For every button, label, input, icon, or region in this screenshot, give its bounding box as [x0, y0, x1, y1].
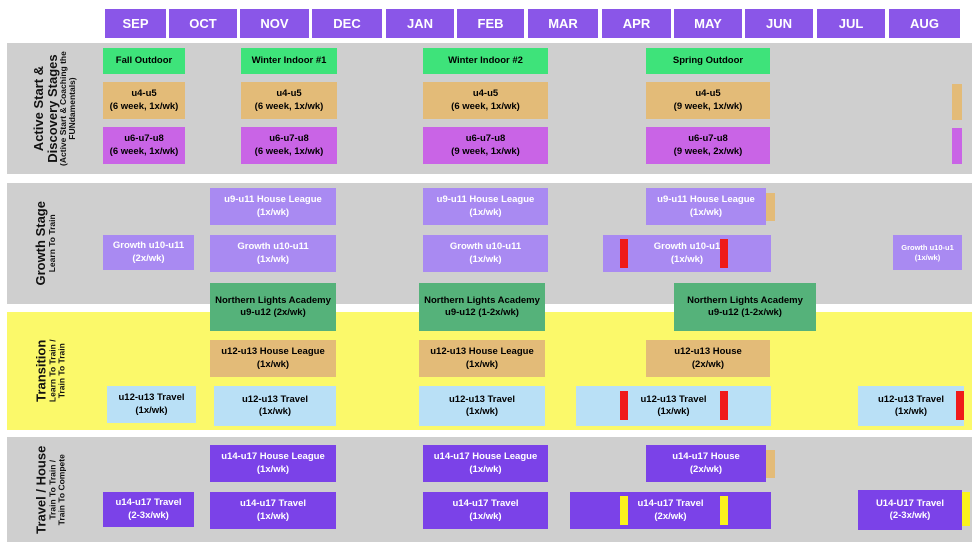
program-u12-u13-travel: u12-u13 Travel(1x/wk)	[214, 386, 336, 426]
month-feb: FEB	[457, 9, 524, 38]
program-growth-u10-u11: Growth u10-u1(1x/wk)	[893, 235, 962, 270]
month-jan: JAN	[386, 9, 454, 38]
stage-label-transition: Transition Learn To Train / Train To Tra…	[10, 312, 90, 430]
program-u12-u13-house: u12-u13 House(2x/wk)	[646, 340, 770, 377]
program-u14-u17-house-league: u14-u17 House League(1x/wk)	[423, 445, 548, 482]
program-u14-u17-travel: u14-u17 Travel(2-3x/wk)	[103, 492, 194, 527]
program-u4-u5: u4-u5(6 week, 1x/wk)	[423, 82, 548, 119]
stage-title: Transition	[33, 339, 49, 403]
program-u14-u17-house: u14-u17 House(2x/wk)	[646, 445, 766, 482]
month-oct: OCT	[169, 9, 237, 38]
program-u12-u13-travel: u12-u13 Travel(1x/wk)	[576, 386, 771, 426]
break-marker-yellow	[620, 496, 628, 525]
program-u12-u13-travel: u12-u13 Travel(1x/wk)	[107, 386, 196, 423]
stage-title-line2: Discovery Stages	[44, 54, 60, 163]
program-u14-u17-travel: u14-u17 Travel(1x/wk)	[210, 492, 336, 529]
month-apr: APR	[602, 9, 671, 38]
break-marker-red	[720, 239, 728, 268]
month-may: MAY	[674, 9, 742, 38]
program-u12-u13-house-league: u12-u13 House League(1x/wk)	[210, 340, 336, 377]
month-mar: MAR	[528, 9, 598, 38]
program-u14-u17-travel: u14-u17 Travel(2x/wk)	[570, 492, 771, 529]
month-dec: DEC	[312, 9, 382, 38]
program-u12-u13-travel: u12-u13 Travel(1x/wk)	[858, 386, 964, 426]
program-u9-u11-house-league: u9-u11 House League(1x/wk)	[423, 188, 548, 225]
program-u14-u17-travel: U14-U17 Travel(2-3x/wk)	[858, 490, 962, 530]
program-growth-u10-u11: Growth u10-u11(1x/wk)	[210, 235, 336, 272]
program-u4-u5: u4-u5(6 week, 1x/wk)	[103, 82, 185, 119]
program-u4-u5: u4-u5(6 week, 1x/wk)	[241, 82, 337, 119]
break-marker-red	[956, 391, 964, 420]
program-u6-u7-u8: u6-u7-u8(6 week, 1x/wk)	[103, 127, 185, 164]
program-u6-u7-u8-continuation	[952, 128, 962, 164]
stage-sub-line2: Train To Train	[55, 343, 66, 399]
break-marker-yellow	[720, 496, 728, 525]
break-marker-yellow	[962, 492, 970, 526]
stage-sub-line1: Learn To Train /	[46, 339, 57, 403]
season-fall-outdoor: Fall Outdoor	[103, 48, 185, 74]
break-marker-red	[620, 239, 628, 268]
program-growth-u10-u11: Growth u10-u1(1x/wk)	[603, 235, 771, 272]
season-winter-indoor-1: Winter Indoor #1	[241, 48, 337, 74]
program-u4-u5: u4-u5(9 week, 1x/wk)	[646, 82, 770, 119]
program-u6-u7-u8: u6-u7-u8(6 week, 1x/wk)	[241, 127, 337, 164]
season-spring-outdoor: Spring Outdoor	[646, 48, 770, 74]
season-winter-indoor-2: Winter Indoor #2	[423, 48, 548, 74]
program-u12-u13-house-league: u12-u13 House League(1x/wk)	[419, 340, 545, 377]
stage-sub-line2: Train To Compete	[55, 453, 66, 526]
stage-label-active-start: Active Start & Discovery Stages (Active …	[10, 43, 98, 174]
break-marker-red	[620, 391, 628, 420]
program-u14-u17-house-league: u14-u17 House League(1x/wk)	[210, 445, 336, 482]
program-growth-u10-u11: Growth u10-u11(2x/wk)	[103, 235, 194, 270]
stage-title: Travel / House	[33, 445, 49, 534]
month-nov: NOV	[240, 9, 309, 38]
program-u6-u7-u8: u6-u7-u8(9 week, 1x/wk)	[423, 127, 548, 164]
program-u9-u11-house-league: u9-u11 House League(1x/wk)	[646, 188, 766, 225]
stage-sub: Learn To Train	[46, 214, 57, 273]
stage-label-growth: Growth Stage Learn To Train	[10, 183, 80, 304]
program-growth-u10-u11: Growth u10-u11(1x/wk)	[423, 235, 548, 272]
program-u12-u13-travel: u12-u13 Travel(1x/wk)	[419, 386, 545, 426]
program-u14-u17-house-continuation	[766, 450, 775, 478]
program-u9-u11-continuation	[766, 193, 775, 221]
month-jul: JUL	[817, 9, 885, 38]
program-u6-u7-u8: u6-u7-u8(9 week, 2x/wk)	[646, 127, 770, 164]
stage-title: Growth Stage	[32, 201, 48, 286]
month-aug: AUG	[889, 9, 960, 38]
stage-label-travel-house: Travel / House Train To Train / Train To…	[10, 437, 90, 542]
program-u9-u11-house-league: u9-u11 House League(1x/wk)	[210, 188, 336, 225]
program-u14-u17-travel: u14-u17 Travel(1x/wk)	[423, 492, 548, 529]
stage-sub-line2: FUNdamentals)	[66, 77, 77, 140]
break-marker-red	[720, 391, 728, 420]
program-u4-u5-continuation	[952, 84, 962, 120]
stage-title-line1: Active Start &	[30, 65, 46, 152]
month-sep: SEP	[105, 9, 166, 38]
month-jun: JUN	[745, 9, 813, 38]
